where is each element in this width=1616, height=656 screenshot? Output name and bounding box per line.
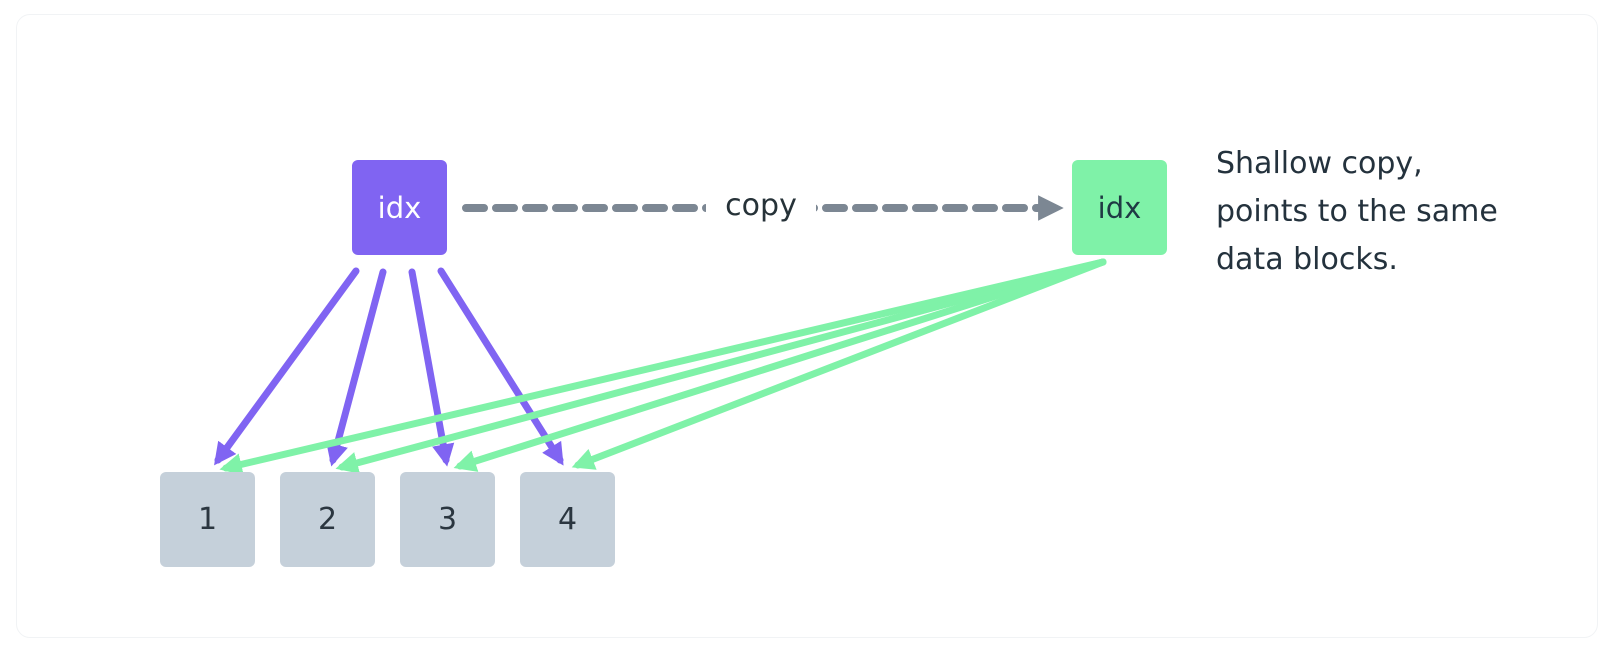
original-to-block-3-arrow (408, 268, 455, 467)
data-block-1: 1 (160, 472, 255, 567)
copy-to-block-2-arrow (335, 258, 1107, 474)
data-block-2: 2 (280, 472, 375, 567)
original-index-box: idx (352, 160, 447, 255)
copy-to-block-3-arrow (453, 258, 1107, 472)
copy-edge-label: copy (706, 186, 816, 226)
copied-index-box: idx (1072, 160, 1167, 255)
data-block-3-label: 3 (437, 502, 458, 537)
data-block-3: 3 (400, 472, 495, 567)
copied-index-label: idx (1097, 190, 1142, 225)
original-to-block-4-arrow (437, 267, 564, 466)
copy-to-block-1-arrow (219, 258, 1107, 476)
note-line-2: points to the same (1216, 194, 1498, 229)
original-index-label: idx (377, 190, 422, 225)
shallow-copy-note: Shallow copy, points to the same data bl… (1216, 140, 1556, 284)
original-to-block-1-arrow (214, 267, 360, 466)
copy-to-block-4-arrow (571, 258, 1107, 470)
data-block-4: 4 (520, 472, 615, 567)
note-line-3: data blocks. (1216, 242, 1398, 277)
data-block-2-label: 2 (317, 502, 338, 537)
diagram-frame (16, 14, 1598, 638)
data-block-1-label: 1 (197, 502, 218, 537)
original-to-block-2-arrow (326, 268, 387, 467)
note-line-1: Shallow copy, (1216, 146, 1423, 181)
data-block-4-label: 4 (557, 502, 578, 537)
